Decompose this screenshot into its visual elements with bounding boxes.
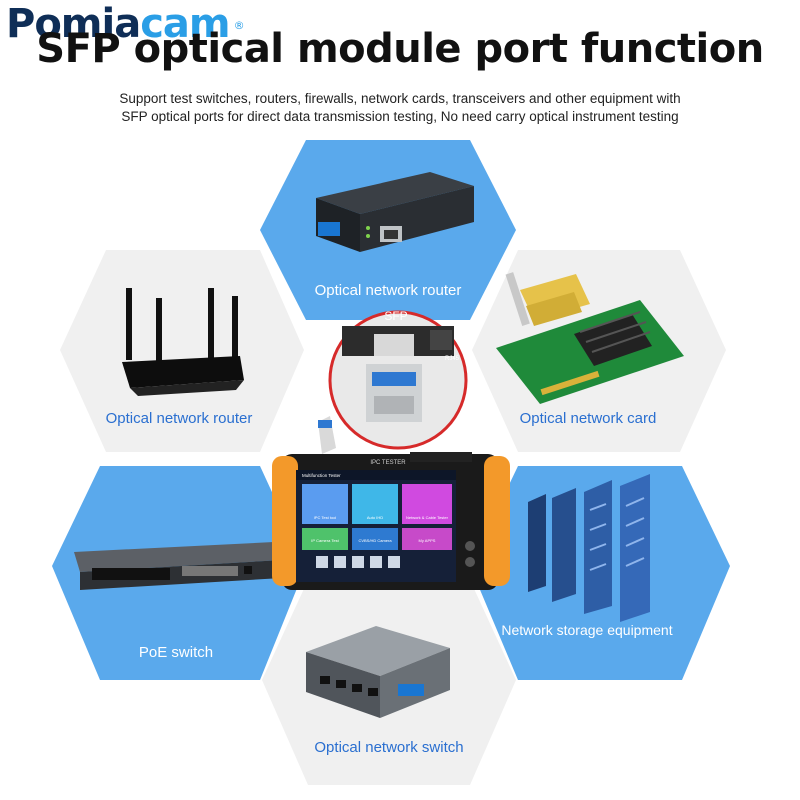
tester-brand-label: IPC TESTER <box>370 460 406 466</box>
tester-app-1: IPC Test tool <box>314 515 337 520</box>
sfp-module-image <box>318 416 336 454</box>
poe-switch-image <box>74 542 282 590</box>
tester-app-3: Network & Cable Tester <box>406 515 449 520</box>
label-left-router: Optical network router <box>105 410 253 427</box>
brand-name-part1: Pomia <box>6 1 141 47</box>
rj45-port-label: RJ45 <box>445 356 460 362</box>
label-poe-switch: PoE switch <box>138 644 214 661</box>
tester-app-4: IP Camera Test <box>311 538 339 543</box>
label-network-card: Optical network card <box>519 410 657 427</box>
label-optical-switch: Optical network switch <box>314 739 464 756</box>
sfp-callout <box>328 310 468 450</box>
page-title: SFP optical module port function <box>36 26 764 72</box>
tester-screen-title: Multifunction Tester <box>302 473 341 478</box>
hexagon-upper-left <box>60 250 304 452</box>
label-top-router: Optical network router <box>314 282 462 299</box>
registered-mark: ® <box>233 19 245 32</box>
optical-switch-image <box>306 626 450 718</box>
brand-logo: Pomiacam ® <box>6 1 245 47</box>
label-storage: Network storage equipment <box>501 622 673 638</box>
sfp-callout-label: SFP <box>384 309 407 323</box>
brand-name-part2: cam <box>140 1 230 47</box>
network-card-image <box>496 272 684 404</box>
router-image <box>122 288 244 396</box>
server-racks-image <box>528 474 650 622</box>
ipc-tester-device <box>272 452 510 590</box>
subtitle-line-1: Support test switches, routers, firewall… <box>119 91 681 106</box>
tester-app-6: My APPS <box>419 538 436 543</box>
tester-app-2: Auto IHD <box>367 515 383 520</box>
page-subtitle: Support test switches, routers, firewall… <box>60 90 740 126</box>
media-converter-image <box>316 172 474 252</box>
tester-app-5: CVBS/HD Camera <box>358 538 392 543</box>
subtitle-line-2: SFP optical ports for direct data transm… <box>121 109 679 124</box>
